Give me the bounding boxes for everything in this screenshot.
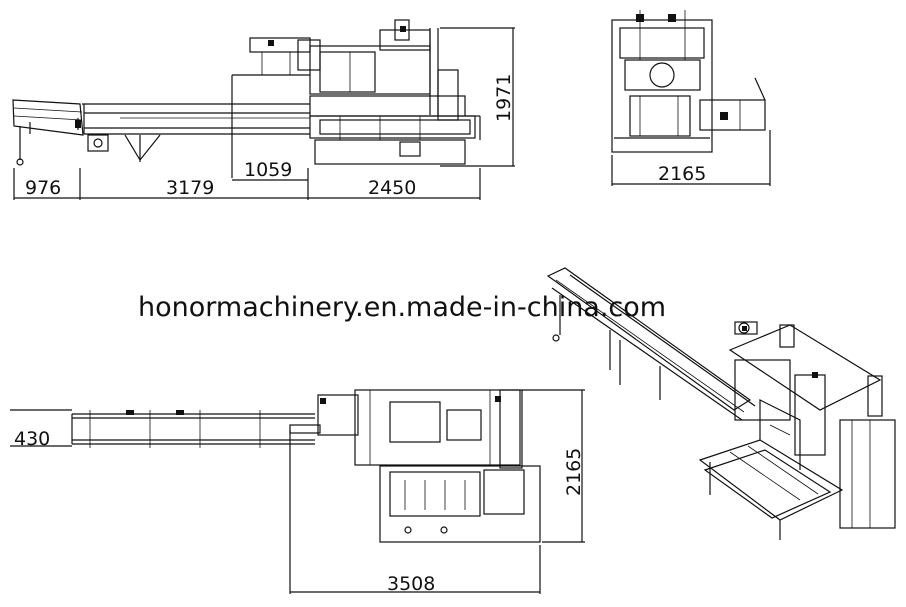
side-dimension-lines: [13, 27, 515, 200]
side-long-conveyor: [82, 74, 310, 178]
top-view: 430 2165 3508: [10, 389, 585, 595]
isometric-view: [546, 267, 896, 540]
top-dim-3508: 3508: [387, 573, 435, 595]
watermark-text: honormachinery.en.made-in-china.com: [138, 292, 666, 323]
end-dim-2165: 2165: [658, 163, 706, 185]
top-infeed-conveyor: [71, 410, 321, 448]
side-view: 976 3179 1059 2450 1971: [12, 19, 515, 200]
side-dim-976: 976: [25, 177, 61, 199]
top-dim-430: 430: [14, 428, 50, 450]
iso-main-machine: [698, 321, 896, 540]
side-main-machine: [249, 19, 481, 165]
top-dimension-lines: [10, 389, 585, 594]
top-dim-2165: 2165: [563, 448, 585, 496]
end-view: 2165: [611, 10, 771, 186]
iso-conveyor: [546, 267, 756, 421]
top-main-machine: [317, 389, 541, 543]
side-dim-1971: 1971: [493, 74, 515, 122]
side-dim-3179: 3179: [166, 177, 214, 199]
side-infeed-conveyor: [12, 99, 84, 166]
side-dim-1059: 1059: [244, 159, 292, 181]
side-dim-2450: 2450: [368, 177, 416, 199]
